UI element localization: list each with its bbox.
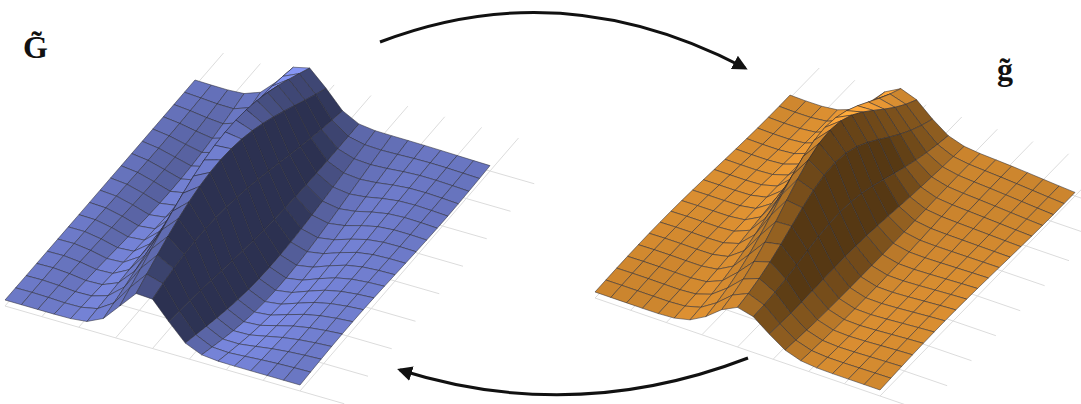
surface-mesh [5,67,490,385]
curved-arrow [380,12,745,68]
curved-arrow [400,358,748,395]
function-label: G̃ [23,30,48,65]
surface-plot: g̃ [585,68,1075,398]
floor-grid [5,53,534,404]
function-label: g̃ [997,52,1013,87]
surface-mesh [595,89,1075,390]
surface-plot: G̃ [5,42,505,392]
floor-grid [595,68,1081,404]
